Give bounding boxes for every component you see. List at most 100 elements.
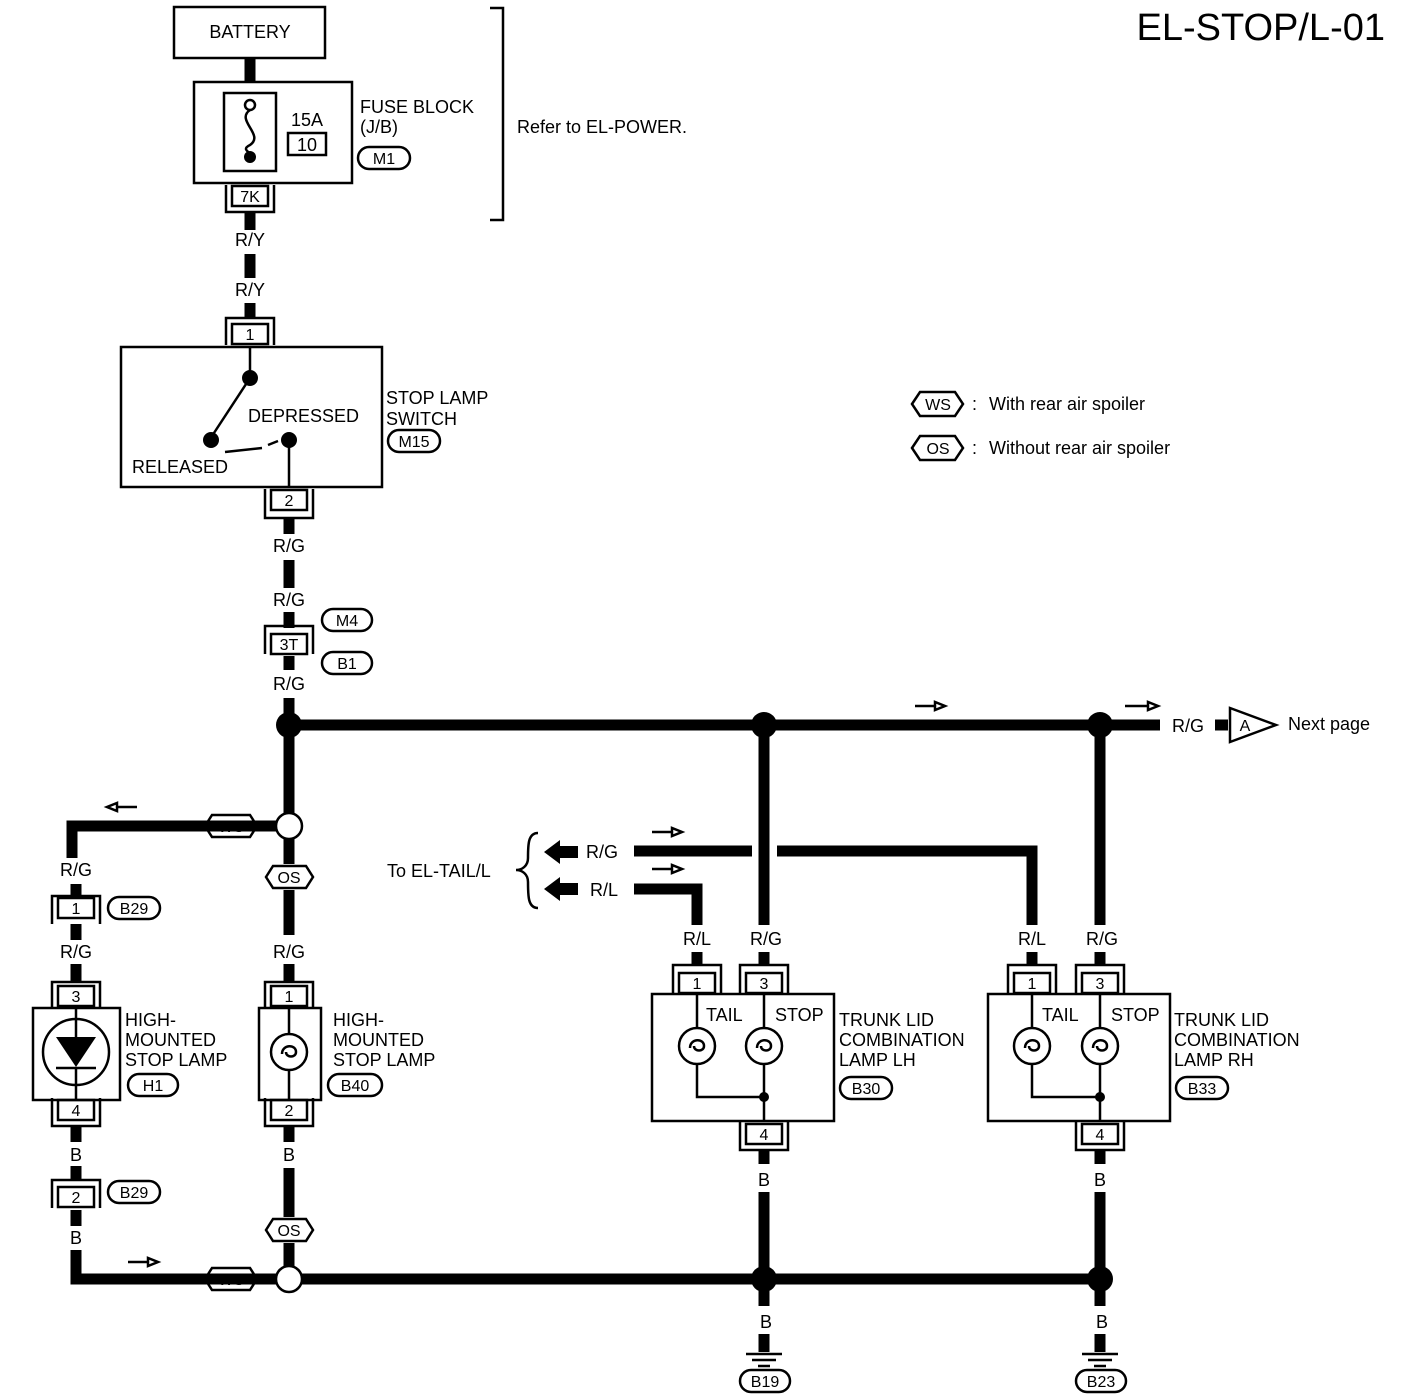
hm-ws-label-1: HIGH- xyxy=(125,1010,176,1030)
to-tail-arrow-rl xyxy=(544,877,578,901)
hm-os-label-3: STOP LAMP xyxy=(333,1050,435,1070)
connector-b40: B40 xyxy=(341,1078,370,1095)
led-diode-icon xyxy=(56,1037,96,1067)
option-point-bottom xyxy=(274,1264,304,1294)
b29-terminal-2: 2 xyxy=(72,1190,81,1207)
joint-3t-frame xyxy=(263,624,315,654)
wire-label-b-ws-2: B xyxy=(70,1228,82,1248)
ws-badge-bottom xyxy=(203,1266,259,1292)
rh-tail-return xyxy=(1030,1064,1100,1099)
fuse-block-box xyxy=(192,80,354,185)
h1-term-4-box xyxy=(56,1098,96,1122)
os-label-bottom: OS xyxy=(277,1223,300,1240)
connector-b40-badge xyxy=(326,1072,384,1098)
connector-m4-badge xyxy=(320,607,374,633)
switch-label-1: STOP LAMP xyxy=(386,388,488,408)
diagram-title: EL-STOP/L-01 xyxy=(1136,7,1385,49)
os-label-top: OS xyxy=(277,870,300,887)
hm-os-label-1: HIGH- xyxy=(333,1010,384,1030)
ws-label-top: WS xyxy=(218,819,244,836)
terminal-2-box xyxy=(269,488,309,512)
b29-term-2-box xyxy=(56,1185,96,1209)
switch-depressed-label: DEPRESSED xyxy=(248,406,359,426)
fuse-rating: 15A xyxy=(291,110,323,130)
ground-b19: B19 xyxy=(751,1374,780,1391)
joint-terminal-3t: 3T xyxy=(280,637,299,654)
wire-label-rg-ws-1: R/G xyxy=(60,860,92,880)
rh-internal-splice xyxy=(1095,1092,1105,1102)
rh-tail-filament xyxy=(1023,1039,1041,1052)
wire-label-rg-ws-2: R/G xyxy=(60,942,92,962)
connector-m1-badge xyxy=(356,145,412,171)
to-tail-wire-rg: R/G xyxy=(586,842,618,862)
rh-label-2: COMBINATION xyxy=(1174,1030,1300,1050)
connector-m15-badge xyxy=(386,428,442,454)
legend-os-colon: : xyxy=(972,438,977,458)
switch-terminal-1: 1 xyxy=(246,327,255,344)
rh-terminal-1: 1 xyxy=(1028,976,1037,993)
lh-label-3: LAMP LH xyxy=(839,1050,916,1070)
connector-b29-top: B29 xyxy=(120,901,149,918)
b40-terminal-1: 1 xyxy=(285,989,294,1006)
wire-label-b-lh: B xyxy=(758,1170,770,1190)
option-point-top xyxy=(274,811,304,841)
b29-terminal-1: 1 xyxy=(72,901,81,918)
terminal-1-box xyxy=(230,322,270,346)
connector-b33-badge xyxy=(1174,1075,1230,1101)
h1-term-3-frame xyxy=(50,980,102,1008)
os-badge-top xyxy=(264,864,315,890)
connector-m15: M15 xyxy=(398,434,429,451)
wire-label-next-page: R/G xyxy=(1172,716,1204,736)
b29-term-2-frame xyxy=(50,1178,102,1208)
connector-b1: B1 xyxy=(337,656,357,673)
b29-term-1-frame xyxy=(50,894,102,924)
ground-b23-badge xyxy=(1074,1368,1128,1394)
flow-arrow-ws-top xyxy=(103,801,137,813)
connector-h1-badge xyxy=(126,1072,180,1098)
lh-terminal-4: 4 xyxy=(760,1127,769,1144)
next-page-connector-label: A xyxy=(1240,718,1251,735)
connector-b1-badge xyxy=(320,650,374,676)
wire-label-rg-os: R/G xyxy=(273,942,305,962)
rh-label-3: LAMP RH xyxy=(1174,1050,1254,1070)
ground-b19-badge xyxy=(738,1368,792,1394)
fuse-block-label-1: FUSE BLOCK xyxy=(360,97,474,117)
wire-label-b-ws-1: B xyxy=(70,1145,82,1165)
wire-label-ry-1: R/Y xyxy=(235,230,265,250)
rh-terminal-3: 3 xyxy=(1096,976,1105,993)
hm-ws-label-2: MOUNTED xyxy=(125,1030,216,1050)
switch-label-2: SWITCH xyxy=(386,409,457,429)
wire-label-rg-3: R/G xyxy=(273,674,305,694)
flow-arrow-tail-rg xyxy=(652,826,686,838)
wire-label-rg-lh: R/G xyxy=(750,929,782,949)
fuse-number: 10 xyxy=(297,135,317,155)
wire-label-rg-rh: R/G xyxy=(1086,929,1118,949)
lh-term-4-box xyxy=(744,1122,784,1146)
connector-m4: M4 xyxy=(336,613,358,630)
rh-term-1-frame xyxy=(1006,963,1058,993)
terminal-7k: 7K xyxy=(240,189,260,206)
wire-label-ground-rh: B xyxy=(1096,1312,1108,1332)
switch-released-contact xyxy=(203,432,219,448)
next-page-connector xyxy=(1228,706,1280,744)
os-badge-bottom xyxy=(264,1217,315,1243)
switch-terminal-2: 2 xyxy=(285,493,294,510)
wire-label-rg-2: R/G xyxy=(273,590,305,610)
rh-terminal-4: 4 xyxy=(1096,1127,1105,1144)
h1-terminal-4: 4 xyxy=(72,1103,81,1120)
legend-ws-badge xyxy=(910,390,965,418)
rh-term-3-frame xyxy=(1074,963,1126,993)
to-tail-wire-rl: R/L xyxy=(590,880,618,900)
b40-term-1-box xyxy=(269,984,309,1008)
rh-label-1: TRUNK LID xyxy=(1174,1010,1269,1030)
lh-term-3-frame xyxy=(738,963,790,993)
legend-os-text: Without rear air spoiler xyxy=(989,438,1170,458)
wire-label-rg-1: R/G xyxy=(273,536,305,556)
ws-label-bottom: WS xyxy=(218,1272,244,1289)
refer-bracket xyxy=(490,6,505,222)
wire-rl-tail xyxy=(634,883,703,925)
switch-dashed-travel xyxy=(224,439,279,454)
lh-tail-filament xyxy=(688,1039,706,1052)
